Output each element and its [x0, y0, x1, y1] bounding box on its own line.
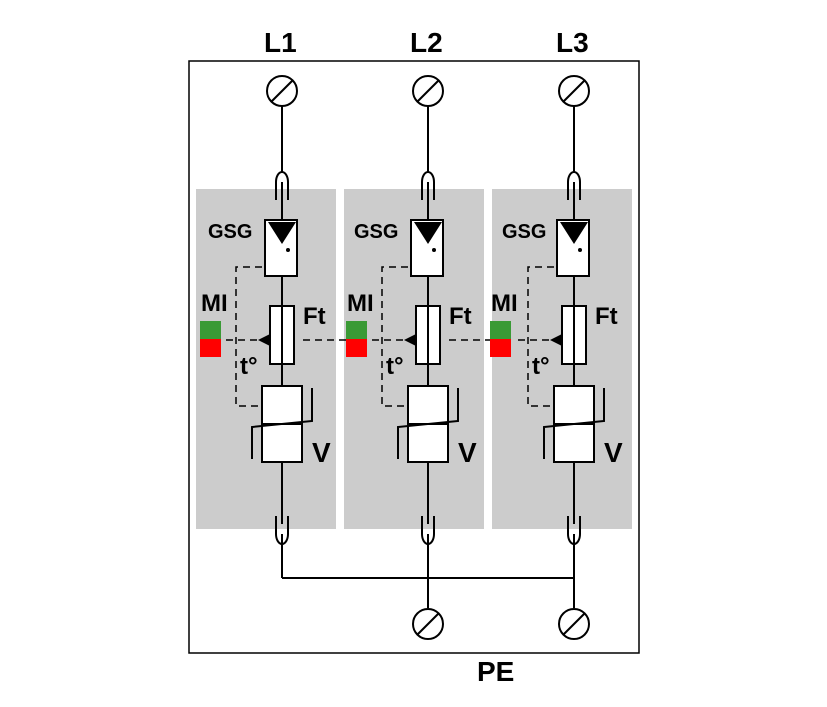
varistor-label: V: [604, 437, 623, 468]
ft-label: Ft: [303, 303, 326, 330]
status-indicator-ok: [200, 321, 221, 339]
phase-label: L3: [556, 27, 589, 58]
phase-module-l1: L1 GSG Ft V MI t°: [196, 27, 336, 578]
phase-label: L2: [410, 27, 443, 58]
temperature-label: t°: [240, 353, 258, 380]
status-indicator-ok: [346, 321, 367, 339]
mi-label: MI: [201, 290, 228, 317]
phase-module-l2: L2 GSG Ft V MI t°: [303, 27, 484, 608]
temperature-label: t°: [532, 353, 550, 380]
terminal-screw-icon: [558, 608, 590, 640]
phase-label: L1: [264, 27, 297, 58]
plug-contact-icon: [275, 171, 289, 200]
trigger-arrow-icon: [258, 334, 270, 346]
ft-label: Ft: [595, 303, 618, 330]
mi-label: MI: [491, 290, 518, 317]
phase-module-l3: L3 GSG Ft V MI t°: [449, 27, 632, 608]
varistor-label: V: [312, 437, 331, 468]
terminal-screw-icon: [412, 75, 444, 107]
ft-label: Ft: [449, 303, 472, 330]
varistor-label: V: [458, 437, 477, 468]
gsg-label: GSG: [502, 221, 546, 243]
status-indicator-ok: [490, 321, 511, 339]
gsg-spark-gap: [410, 219, 444, 277]
plug-contact-icon: [421, 171, 435, 200]
temperature-label: t°: [386, 353, 404, 380]
terminal-screw-icon: [558, 75, 590, 107]
gsg-triangle-icon: [560, 222, 588, 244]
status-indicator-fault: [346, 339, 367, 357]
status-indicator-fault: [490, 339, 511, 357]
terminal-screw-icon: [266, 75, 298, 107]
gsg-label: GSG: [354, 221, 398, 243]
gsg-triangle-icon: [268, 222, 296, 244]
trigger-arrow-icon: [550, 334, 562, 346]
plug-contact-icon: [567, 171, 581, 200]
mi-label: MI: [347, 290, 374, 317]
trigger-arrow-icon: [404, 334, 416, 346]
pe-label: PE: [477, 656, 514, 687]
gsg-triangle-icon: [414, 222, 442, 244]
status-indicator-fault: [200, 339, 221, 357]
gsg-label: GSG: [208, 221, 252, 243]
terminal-screw-icon: [412, 608, 444, 640]
